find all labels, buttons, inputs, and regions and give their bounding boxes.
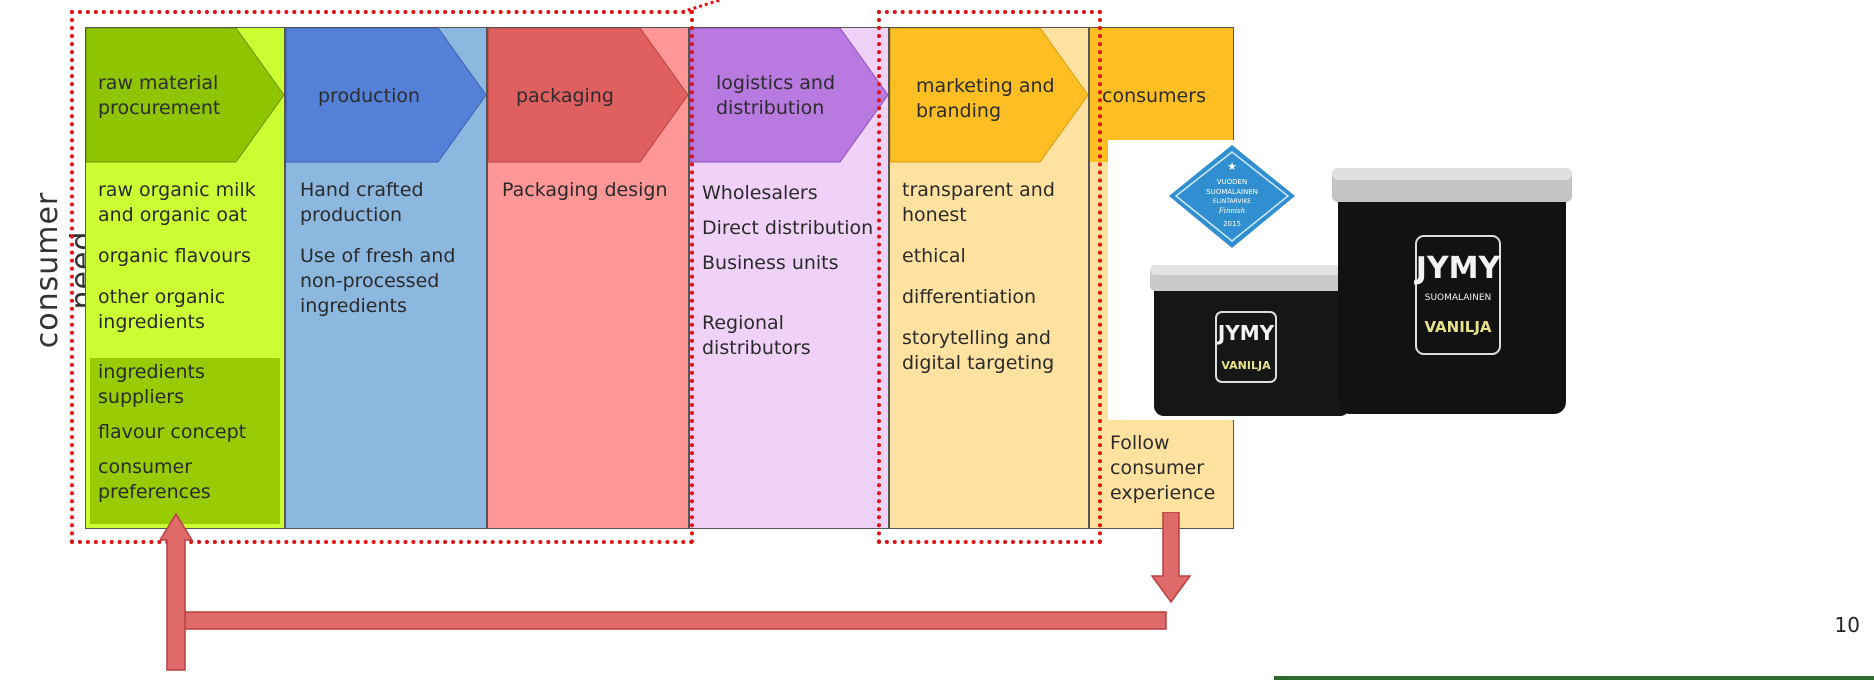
list-item: Business units	[702, 252, 839, 274]
marketing-items: transparent and honest ethical different…	[902, 178, 1087, 392]
production-items: Hand crafted production Use of fresh and…	[300, 178, 480, 335]
list-item: Hand crafted production	[300, 179, 424, 226]
list-item: Packaging design	[502, 179, 668, 201]
logistics-chevron	[690, 28, 889, 163]
consumers-items: Follow consumer experience	[1110, 431, 1230, 522]
product-photo: ★ VUODEN SUOMALAINEN ELINTARVIKE Finnish…	[1108, 140, 1874, 420]
column-logistics: logistics and distribution Wholesalers D…	[689, 27, 889, 529]
consumers-title: consumers	[1102, 85, 1206, 107]
page-number: 10	[1834, 613, 1860, 637]
frame-connector-left	[681, 0, 721, 14]
column-production: production Hand crafted production Use o…	[285, 27, 487, 529]
marketing-chevron	[890, 28, 1089, 163]
raw-material-chevron	[86, 28, 285, 163]
list-item	[702, 286, 887, 301]
footer-rule	[1274, 676, 1874, 680]
list-item: transparent and honest	[902, 179, 1055, 226]
list-item: Follow consumer experience	[1110, 432, 1216, 504]
production-title: production	[318, 85, 421, 107]
consumers-head	[1090, 28, 1233, 162]
raw-material-highlight-box: ingredients suppliers flavour concept co…	[90, 358, 280, 524]
feedback-arrow	[160, 512, 1192, 671]
list-item: Wholesalers	[702, 182, 818, 204]
list-item: ingredients suppliers	[98, 361, 205, 408]
list-item: organic flavours	[98, 245, 251, 267]
award-badge-icon: ★ VUODEN SUOMALAINEN ELINTARVIKE Finnish…	[1169, 145, 1295, 248]
list-item: ethical	[902, 245, 966, 267]
list-item: storytelling and digital targeting	[902, 327, 1055, 374]
list-item: Use of fresh and non-processed ingredien…	[300, 245, 456, 317]
list-item: flavour concept	[98, 421, 247, 443]
production-chevron	[286, 28, 487, 163]
list-item: raw organic milk and organic oat	[98, 179, 256, 226]
column-raw-material: raw material procurement raw organic mil…	[85, 27, 285, 529]
svg-text:SUOMALAINEN: SUOMALAINEN	[1206, 188, 1258, 196]
svg-text:JYMY: JYMY	[1414, 251, 1502, 286]
packaging-items: Packaging design	[502, 178, 687, 219]
small-tub-icon: JYMY VANILJA	[1150, 265, 1354, 416]
highlight-frame-supply	[70, 10, 694, 544]
list-item: other organic ingredients	[98, 286, 226, 333]
column-marketing: marketing and branding transparent and h…	[889, 27, 1089, 529]
marketing-title: marketing and branding	[916, 75, 1055, 122]
packaging-chevron	[488, 28, 689, 163]
packaging-title: packaging	[516, 85, 614, 107]
logistics-title: logistics and distribution	[716, 72, 836, 119]
svg-text:2015: 2015	[1223, 220, 1241, 228]
svg-text:VUODEN: VUODEN	[1217, 178, 1247, 186]
list-item: differentiation	[902, 286, 1037, 308]
svg-text:ELINTARVIKE: ELINTARVIKE	[1213, 198, 1251, 205]
svg-text:Finnish: Finnish	[1218, 207, 1245, 215]
large-tub-icon: JYMY SUOMALAINEN VANILJA	[1332, 168, 1572, 414]
logistics-items: Wholesalers Direct distribution Business…	[702, 181, 887, 371]
consumer-need-label: consumer need	[30, 191, 100, 349]
highlight-frame-marketing	[877, 10, 1102, 544]
svg-text:★: ★	[1227, 160, 1237, 173]
list-item: Regional distributors	[702, 312, 811, 359]
raw-material-items: raw organic milk and organic oat organic…	[98, 178, 278, 351]
column-packaging: packaging Packaging design	[487, 27, 689, 529]
list-item: Direct distribution	[702, 217, 874, 239]
list-item: consumer preferences	[98, 456, 211, 503]
svg-text:JYMY: JYMY	[1216, 321, 1275, 345]
svg-text:SUOMALAINEN: SUOMALAINEN	[1425, 293, 1492, 303]
svg-text:VANILJA: VANILJA	[1424, 318, 1491, 336]
raw-material-title: raw material procurement	[98, 72, 221, 119]
svg-text:VANILJA: VANILJA	[1221, 359, 1271, 372]
